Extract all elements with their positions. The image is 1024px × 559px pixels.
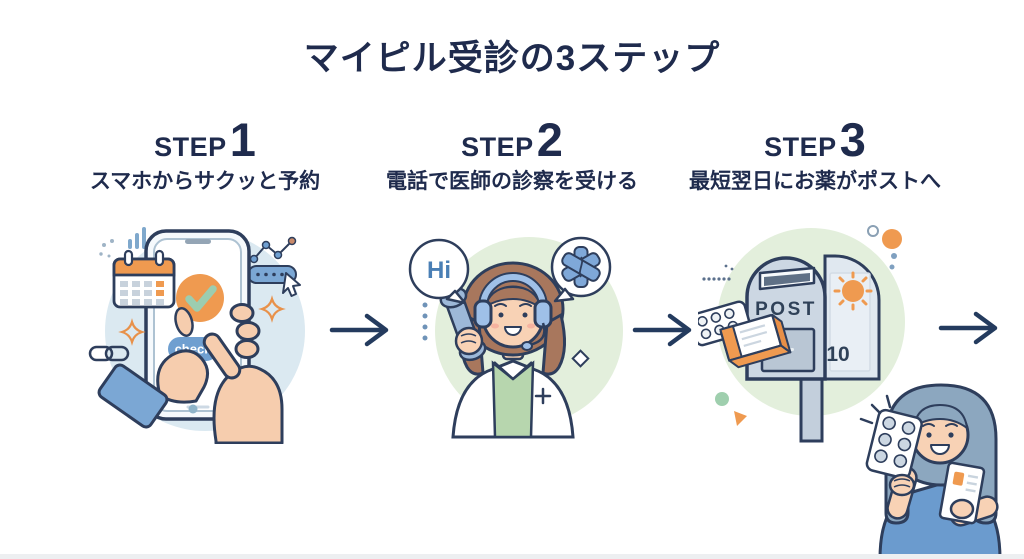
step-2-column: STEP 2 電話で医師の診察を受ける [352, 116, 672, 444]
pill-blister-pack [865, 408, 923, 480]
arrow-step2-to-step3 [632, 313, 692, 347]
patient-woman [859, 383, 1002, 559]
step-3-caption: 最短翌日にお薬がポストへ [689, 170, 941, 193]
decor-dotted-row [701, 264, 733, 281]
bangs [912, 403, 969, 431]
step-2-heading: STEP 2 [352, 116, 672, 168]
step-1-illustration-smartphone-booking: check [88, 227, 305, 445]
step-1-number: 1 [229, 113, 256, 166]
step-3-number: 3 [839, 113, 866, 166]
smile [503, 326, 522, 337]
password-pill [246, 265, 297, 285]
line-chart-icon [249, 237, 296, 264]
decor-ring [866, 225, 879, 238]
arrow-step1-to-step2 [329, 313, 389, 347]
step-2-illustration-phone-consultation: Hi [408, 237, 623, 439]
decor-dot [188, 404, 197, 414]
step-3-heading: STEP 3 [655, 116, 975, 168]
step-2-number: 2 [536, 113, 563, 166]
arrow-step3-delivery [938, 311, 998, 345]
operator-woman [439, 261, 575, 439]
shirt-sleeve [97, 363, 168, 429]
decor-orange-blob [881, 229, 902, 250]
headset [473, 272, 552, 352]
mailbox-number: 10 [826, 343, 849, 366]
link-icon [88, 346, 129, 362]
smile [930, 444, 950, 455]
step-1-heading: STEP 1 [45, 116, 365, 168]
phone-notch [184, 239, 211, 245]
cursor-icon [281, 272, 301, 298]
step-1-label: STEP [154, 132, 227, 162]
bottom-edge [0, 554, 1024, 559]
medicine-parcel-group [697, 300, 791, 369]
step-3-column: STEP 3 最短翌日にお薬がポストへ [655, 116, 975, 444]
medicine-parcel [718, 314, 791, 369]
sparkle-lines [859, 394, 892, 425]
step-3-label: STEP [764, 132, 837, 162]
decor-green-dot [714, 392, 729, 407]
calendar-icon [112, 250, 175, 309]
decor-dots-column [422, 302, 427, 341]
mailbox-pole [799, 377, 823, 443]
decor-orange-triangle [733, 411, 747, 427]
speech-bubble-hi: Hi [408, 239, 469, 305]
decor-dot [890, 253, 897, 260]
step-2-caption: 電話で医師の診察を受ける [386, 170, 638, 193]
medical-star-icon [560, 246, 601, 289]
step-1-caption: スマホからサクッと予約 [89, 170, 321, 193]
page-title: マイピル受診の3ステップ [303, 39, 721, 78]
pointing-hand [202, 303, 283, 445]
step-3-illustration-mail-delivery: 10 POST [697, 225, 905, 443]
step-2-label: STEP [461, 132, 534, 162]
holding-hand [97, 307, 209, 429]
decor-dots [98, 239, 114, 258]
speech-bubble-hi-text: Hi [427, 257, 451, 284]
coat-pen-icon [534, 388, 551, 405]
checkmark-icon [184, 285, 217, 313]
microphone [520, 341, 533, 352]
speech-bubble-medical [550, 237, 611, 303]
step-1-column: STEP 1 スマホからサクッと予約 [45, 116, 365, 445]
hand [949, 498, 975, 520]
decor-diamond [570, 349, 590, 368]
decor-dot [889, 264, 894, 270]
patient-illustration [859, 383, 1002, 559]
bar-chart-icon [127, 227, 146, 250]
sun-icon [833, 271, 872, 311]
